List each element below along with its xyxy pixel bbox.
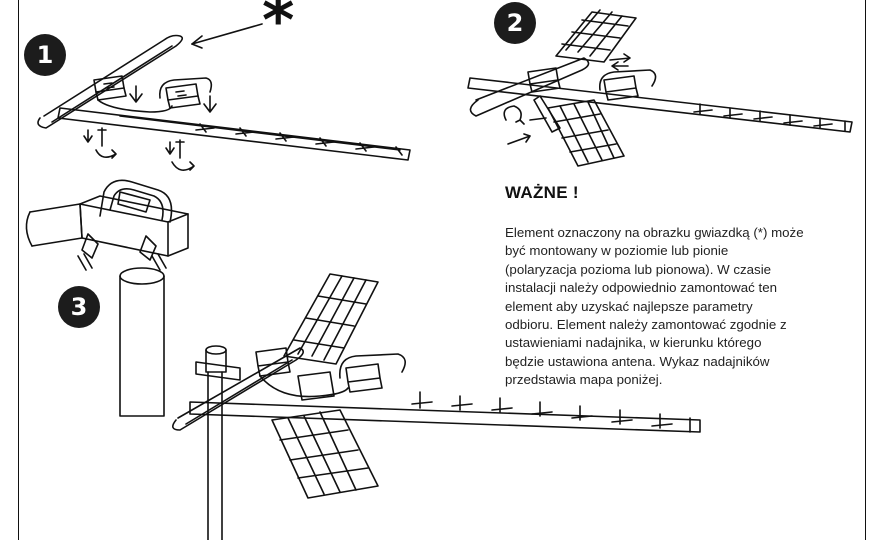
note-line: Element oznaczony na obrazku gwiazdką (*…	[505, 225, 804, 240]
step3-mast	[119, 267, 165, 417]
main-reflector-lower	[271, 409, 379, 499]
step-3-badge: 3	[58, 286, 100, 328]
important-heading: WAŻNE !	[505, 183, 579, 202]
step1-dipole-box-left	[93, 75, 127, 101]
step-1-badge: 1	[24, 34, 66, 76]
note-line: (polaryzacja pozioma lub pionowa). W cza…	[505, 261, 772, 277]
page-frame	[18, 0, 866, 540]
note-line: ustawieniami nadajnika, w kierunku które…	[505, 335, 762, 351]
step1-directors	[195, 123, 403, 156]
note-line: instalacji należy odpowiednio zamontować…	[505, 280, 778, 296]
note-line: przedstawia mapa poniżej.	[505, 372, 663, 388]
note-line: odbioru. Element należy zamontować zgodn…	[505, 317, 787, 333]
step1-folded-dipole	[37, 34, 184, 129]
step1-dipole-box-right	[158, 77, 213, 109]
main-antenna-drawing	[172, 273, 701, 540]
step2-reflector-lower	[533, 95, 625, 167]
note-line: być montowany w poziomie lub pionie	[505, 243, 729, 259]
asterisk-marker: *	[262, 0, 295, 57]
main-reflector-upper	[283, 273, 379, 365]
note-line: element aby uzyskać najlepsze parametry	[505, 298, 753, 314]
step-2-badge: 2	[494, 2, 536, 44]
note-line: będzie ustawiona antena. Wykaz nadajnikó…	[505, 353, 770, 369]
important-note: Element oznaczony na obrazku gwiazdką (*…	[505, 224, 835, 390]
step3-clamp-drawing	[25, 179, 189, 417]
step2-reflector-upper	[555, 9, 637, 63]
step2-antenna-drawing	[467, 9, 853, 167]
step1-antenna-drawing	[37, 23, 411, 171]
